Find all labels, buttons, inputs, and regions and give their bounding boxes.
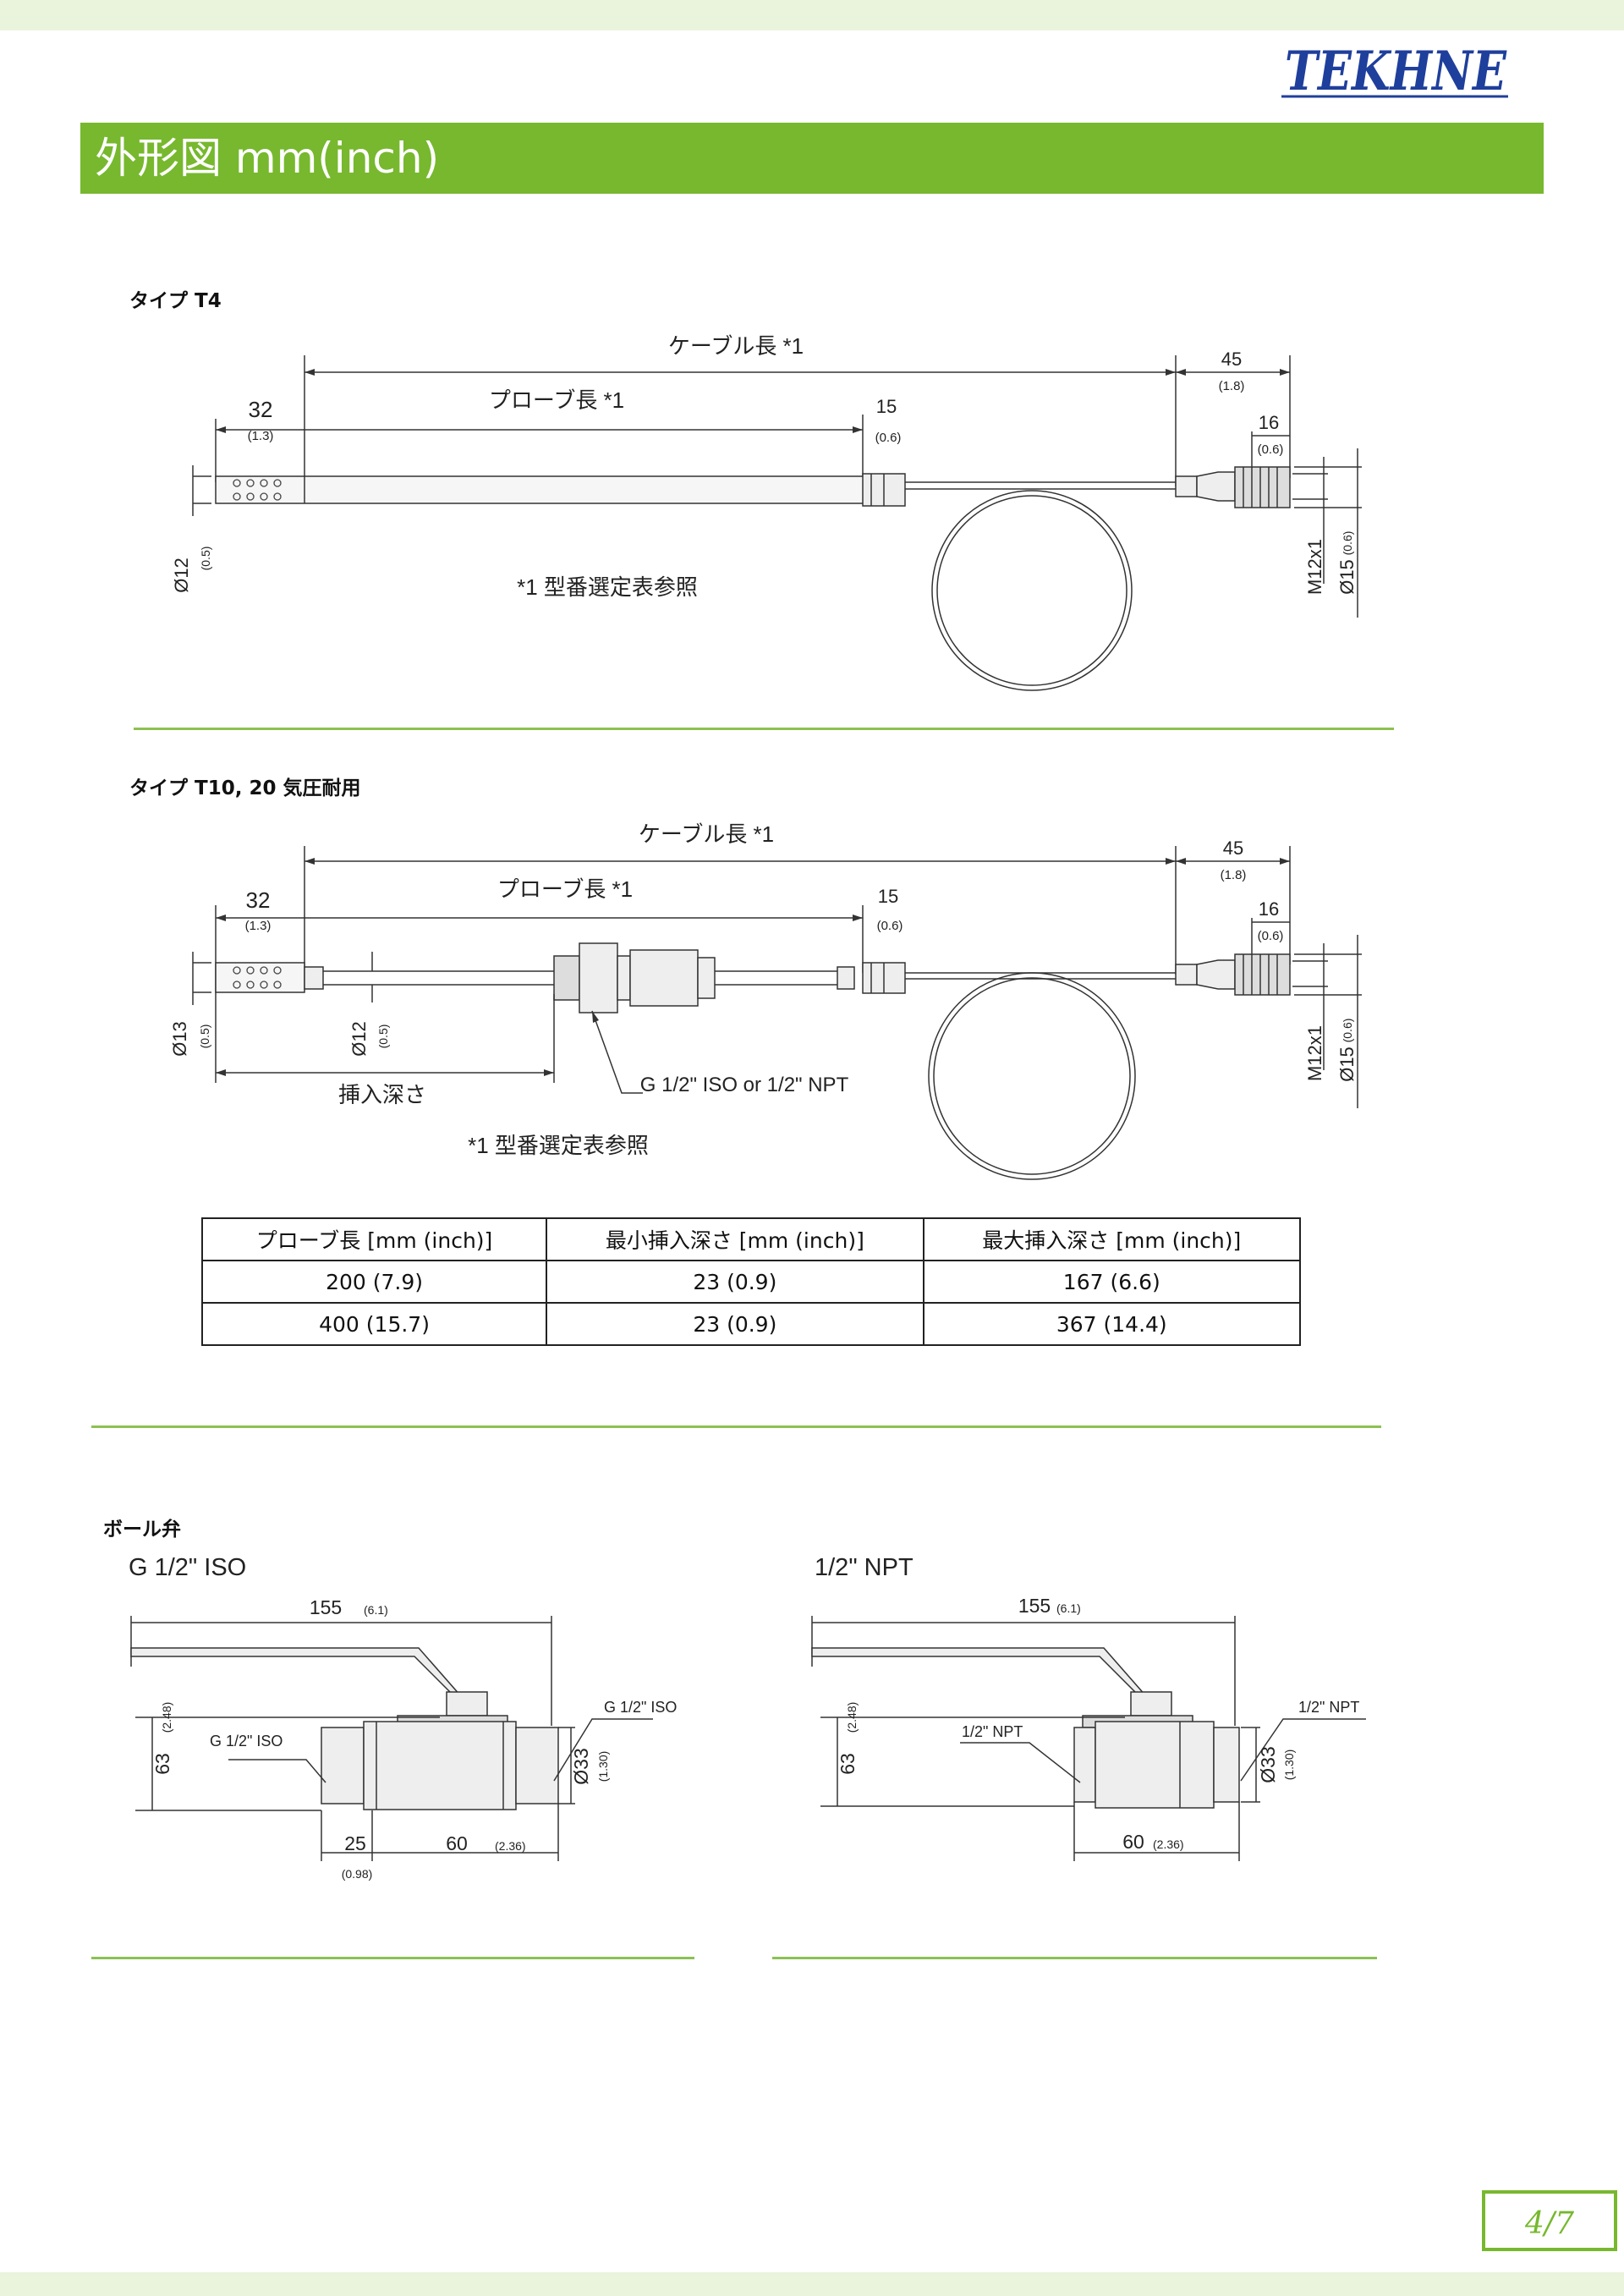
valve-iso-dim-60: 60: [446, 1832, 468, 1854]
t10-dia-12: Ø12: [348, 1021, 370, 1057]
t10-fitting: G 1/2" ISO or 1/2" NPT: [640, 1074, 849, 1096]
table-header: 最小挿入深さ [mm (inch)]: [546, 1217, 924, 1261]
valve-npt-dim-155-in: (6.1): [1056, 1601, 1081, 1615]
t4-dim-16-in: (0.6): [1258, 442, 1284, 457]
bottom-band: [0, 2272, 1624, 2296]
section-title-t10: タイプ T10, 20 気圧耐用: [129, 777, 361, 799]
t10-dim-32-in: (1.3): [245, 919, 272, 933]
valve-npt-dim-63-in: (2.48): [845, 1702, 859, 1733]
valve-npt-dia-33-in: (1.30): [1282, 1749, 1296, 1781]
t10-dim-45-in: (1.8): [1221, 868, 1247, 882]
t4-dim-16: 16: [1259, 412, 1279, 433]
t10-dia-13-in: (0.5): [198, 1024, 211, 1049]
section-title-t4: タイプ T4: [129, 290, 222, 312]
diagram-t4: ケーブル長 *1 プローブ長 *1 32 (1.3) 15 (0.6) 45 (…: [171, 333, 1362, 691]
valve-npt-port-left: 1/2" NPT: [962, 1723, 1023, 1740]
t10-dia-13: Ø13: [169, 1021, 190, 1057]
page-title: 外形図 mm(inch): [95, 134, 440, 183]
valve-npt-port-right: 1/2" NPT: [1298, 1699, 1359, 1716]
header-banner: [80, 123, 1544, 194]
t4-dia-12: Ø12: [171, 558, 192, 593]
valve-iso-dim-63: 63: [151, 1753, 173, 1775]
valve-iso-dim-155: 155: [310, 1596, 342, 1618]
t10-note: *1 型番選定表参照: [468, 1133, 649, 1158]
t4-probe-length: プローブ長 *1: [489, 387, 624, 413]
probe-depth-table: プローブ長 [mm (inch)] 最小挿入深さ [mm (inch)] 最大挿…: [200, 1217, 1302, 1346]
table-header: プローブ長 [mm (inch)]: [200, 1217, 548, 1261]
page-number-box: [1482, 2190, 1617, 2251]
t10-dim-16: 16: [1259, 898, 1279, 920]
table-cell: 167 (6.6): [922, 1260, 1302, 1304]
t4-cable-length: ケーブル長 *1: [668, 333, 804, 359]
t4-thread: M12x1: [1304, 539, 1325, 595]
diagram-t10: ケーブル長 *1 プローブ長 *1 32 (1.3) 15 (0.6) 45 (…: [169, 821, 1362, 1180]
t4-dim-15: 15: [876, 396, 897, 417]
table-cell: 200 (7.9): [200, 1260, 548, 1304]
valve-iso-dim-155-in: (6.1): [364, 1603, 388, 1617]
t10-dim-16-in: (0.6): [1258, 929, 1284, 943]
t4-dim-32: 32: [249, 397, 273, 422]
table-row: 400 (15.7) 23 (0.9) 367 (14.4): [200, 1302, 1302, 1346]
t4-dia-15: Ø15: [1336, 559, 1358, 595]
valve-iso-dia-33-in: (1.30): [596, 1751, 610, 1782]
valve-npt-dim-155: 155: [1018, 1595, 1051, 1617]
valve-iso-title: G 1/2" ISO: [129, 1554, 246, 1581]
t4-dim-32-in: (1.3): [248, 429, 274, 443]
table-header-row: プローブ長 [mm (inch)] 最小挿入深さ [mm (inch)] 最大挿…: [200, 1217, 1302, 1261]
logo-text: TEKHNE: [1285, 41, 1507, 103]
t10-dim-15: 15: [878, 886, 898, 907]
table-cell: 23 (0.9): [546, 1302, 924, 1346]
t4-dim-45: 45: [1221, 349, 1242, 370]
valve-iso-port-left: G 1/2" ISO: [210, 1733, 283, 1749]
page-number: 4/7: [1525, 2206, 1574, 2241]
t10-dim-45: 45: [1223, 838, 1243, 859]
t10-cable-length: ケーブル長 *1: [639, 821, 774, 847]
divider-valve-npt: [772, 1957, 1377, 1959]
t4-dia-12-in: (0.5): [199, 547, 212, 571]
valve-npt-title: 1/2" NPT: [815, 1554, 914, 1581]
divider-t4: [134, 728, 1394, 730]
table-cell: 367 (14.4): [922, 1302, 1302, 1346]
t10-dia-15-in: (0.6): [1341, 1019, 1354, 1043]
table-cell: 400 (15.7): [200, 1302, 548, 1346]
divider-valve-iso: [91, 1957, 694, 1959]
t4-dim-45-in: (1.8): [1219, 379, 1245, 393]
t4-dia-15-in: (0.6): [1341, 531, 1354, 556]
valve-npt-dim-60: 60: [1122, 1831, 1144, 1853]
diagram-valve-npt: 1/2" NPT 155 (6.1) 63 (2.48) 1/2" NPT 1/…: [811, 1554, 1366, 1861]
valve-iso-dim-25: 25: [344, 1832, 366, 1854]
t10-thread: M12x1: [1304, 1025, 1325, 1081]
valve-npt-dim-60-in: (2.36): [1153, 1837, 1184, 1851]
valve-npt-dia-33: Ø33: [1257, 1746, 1279, 1782]
t4-dim-15-in: (0.6): [875, 431, 902, 445]
valve-iso-dim-60-in: (2.36): [495, 1839, 526, 1853]
valve-iso-dim-63-in: (2.48): [160, 1702, 173, 1733]
table-header: 最大挿入深さ [mm (inch)]: [922, 1217, 1302, 1261]
valve-iso-dim-25-in: (0.98): [342, 1867, 373, 1881]
tekhne-logo: TEKHNE: [1281, 41, 1508, 103]
table-cell: 23 (0.9): [546, 1260, 924, 1304]
valve-npt-dim-63: 63: [837, 1753, 859, 1775]
t10-dim-15-in: (0.6): [877, 919, 903, 933]
t10-dia-15: Ø15: [1336, 1046, 1358, 1082]
section-title-valve: ボール弁: [103, 1519, 181, 1541]
t10-probe-length: プローブ長 *1: [497, 876, 633, 902]
divider-t10: [91, 1425, 1381, 1428]
top-band: [0, 0, 1624, 30]
diagram-valve-iso: G 1/2" ISO 155 (6.1) 63 (2.48) G 1/2" IS…: [129, 1554, 677, 1881]
t10-dim-32: 32: [246, 887, 271, 913]
valve-iso-dia-33: Ø33: [570, 1748, 592, 1784]
t4-note: *1 型番選定表参照: [517, 574, 698, 600]
table-row: 200 (7.9) 23 (0.9) 167 (6.6): [200, 1260, 1302, 1304]
t10-insertion-depth: 挿入深さ: [338, 1082, 426, 1107]
valve-iso-port-right: G 1/2" ISO: [604, 1699, 677, 1716]
t10-dia-12-in: (0.5): [376, 1024, 390, 1049]
